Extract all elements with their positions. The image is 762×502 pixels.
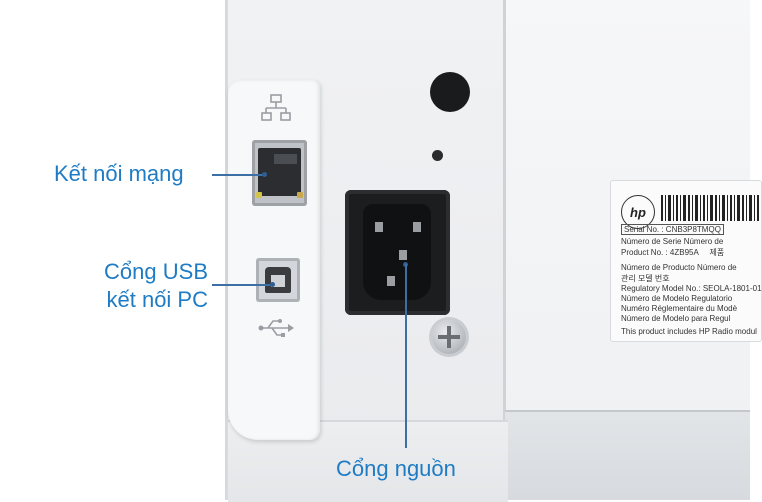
panel-seam xyxy=(503,0,506,500)
power-socket xyxy=(345,190,450,315)
korean-regulatory: 관리 모델 번호 xyxy=(621,274,670,283)
activity-led-icon xyxy=(297,192,303,198)
serial-translations: Número de Serie Número de xyxy=(621,237,724,246)
bottom-panel xyxy=(505,412,750,500)
link-led-icon xyxy=(256,192,262,198)
usb-icon xyxy=(258,319,294,337)
radio-notice: This product includes HP Radio modul xyxy=(621,327,757,336)
hp-logo-icon: hp xyxy=(621,195,655,229)
network-icon xyxy=(261,94,291,121)
serial-value: CNB3P8TMQQ xyxy=(665,225,721,234)
regulatory-fr: Numéro Réglementaire du Modè xyxy=(621,304,738,313)
product-translations: Número de Producto Número de xyxy=(621,263,737,272)
ethernet-tab xyxy=(274,154,297,164)
product-row: Product No. : 4ZB95A 제품 xyxy=(621,248,725,257)
barcode-icon xyxy=(661,195,759,221)
vent-hole-large xyxy=(430,72,470,112)
network-leader-dot xyxy=(262,172,267,177)
power-pin-middle xyxy=(399,250,407,260)
product-label: hp Serial No. : CNB3P8TMQQ Número de Se xyxy=(610,180,762,342)
ethernet-socket xyxy=(258,148,301,196)
serial-label: Serial No. xyxy=(624,225,660,234)
network-leader-line xyxy=(212,174,264,176)
usb-callout-line1: Cổng USB xyxy=(104,259,208,284)
usb-port xyxy=(256,258,300,302)
power-pin-left xyxy=(375,222,383,232)
network-callout: Kết nối mạng xyxy=(54,161,184,186)
vent-hole-small xyxy=(432,150,443,161)
power-callout: Cổng nguồn xyxy=(336,456,456,481)
serial-row: Serial No. : CNB3P8TMQQ xyxy=(621,224,724,235)
power-pin-right xyxy=(413,222,421,232)
bottom-edge xyxy=(505,410,750,413)
usb-callout-line2: kết nối PC xyxy=(106,287,209,312)
power-pin-bottom xyxy=(387,276,395,286)
regulatory-es: Número de Modelo Regulatorio xyxy=(621,294,733,303)
regulatory-pt: Número de Modelo para Regul xyxy=(621,314,731,323)
usb-leader-line xyxy=(212,284,272,286)
usb-socket xyxy=(265,267,291,293)
product-suffix: 제품 xyxy=(709,248,725,257)
product-value: 4ZB95A xyxy=(669,248,699,257)
usb-callout: Cổng USB kết nối PC xyxy=(84,258,208,314)
power-leader-line xyxy=(405,264,407,448)
screw-slot xyxy=(438,335,460,339)
power-socket-inner xyxy=(363,204,431,300)
ethernet-port xyxy=(252,140,307,206)
product-label-text: Product No. xyxy=(621,248,664,257)
regulatory-model: Regulatory Model No.: SEOLA-1801-01 xyxy=(621,284,762,293)
screw-icon xyxy=(432,320,466,354)
usb-leader-dot xyxy=(270,282,275,287)
